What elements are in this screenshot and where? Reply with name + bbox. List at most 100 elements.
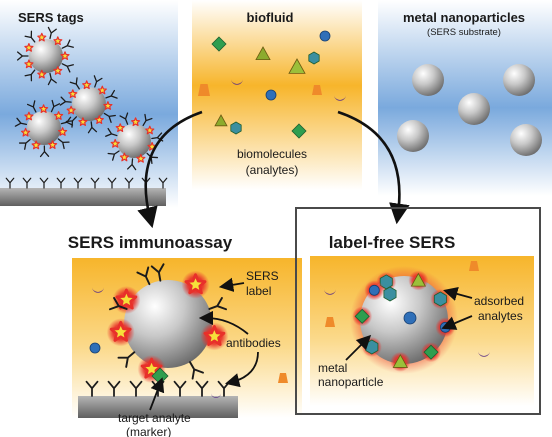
antibody: [39, 177, 49, 189]
analyte-trapezoid: [312, 85, 322, 95]
sers-tags-title: SERS tags: [18, 10, 84, 25]
analyte-crescent: [334, 94, 346, 101]
antibody: [117, 351, 136, 368]
antibody: [208, 297, 228, 311]
raman-reporter-star: [78, 117, 88, 126]
antibody: [136, 266, 151, 286]
raman-reporter-star: [24, 111, 34, 121]
analyte-sphere: [439, 321, 451, 333]
sers-tag-nanoparticle: [29, 39, 63, 73]
antibody: [16, 51, 29, 61]
raman-reporter-star: [97, 85, 107, 95]
metal-nanoparticle: [503, 64, 535, 96]
antibody: [127, 158, 137, 171]
biofluid-title: biofluid: [247, 10, 294, 25]
antibodies-pointer-1: [198, 310, 249, 335]
antibody: [90, 177, 100, 189]
antibody: [59, 96, 72, 106]
raman-reporter-star: [58, 127, 68, 136]
antibody: [73, 177, 83, 189]
analyte-sphere: [89, 342, 101, 354]
antibody: [69, 77, 80, 90]
marker-label: (marker): [126, 425, 171, 437]
analyte-sphere: [403, 311, 417, 325]
antibody: [105, 89, 118, 99]
raman-reporter-star: [119, 152, 129, 162]
analyte-crescent: [478, 350, 490, 357]
antibody: [129, 380, 143, 397]
immunoassay-panel: SERS immunoassay SERS label antibodies t…: [68, 233, 302, 437]
raman-reporter-star: [94, 115, 104, 124]
antibody: [150, 263, 165, 282]
antibody: [195, 380, 209, 397]
biomolecules-caption: biomolecules: [237, 147, 307, 161]
antibody: [47, 72, 57, 86]
arrow-to-label-free: [337, 110, 410, 225]
immunoassay-substrate: [78, 396, 238, 418]
adsorbed-pointer-1: [443, 286, 473, 301]
raman-reporter-star: [37, 69, 47, 79]
adsorbed-pointer-2: [441, 315, 473, 330]
gold-nanoparticle: [124, 280, 212, 368]
antibody: [105, 127, 118, 137]
raman-reporter-star: [31, 140, 41, 150]
raman-reporter-star: [103, 101, 113, 110]
raman-reporter-star: [115, 288, 138, 310]
antibody: [158, 177, 168, 189]
antibody: [50, 99, 61, 113]
antibody: [93, 75, 103, 88]
raman-reporter-star: [203, 325, 226, 346]
antibody: [24, 30, 36, 43]
substrate-antibodies: [5, 177, 168, 189]
analyte-crescent: [231, 78, 243, 85]
raman-reporter-star: [82, 80, 92, 90]
target-analyte-pointer: [149, 377, 165, 411]
antibody: [57, 138, 70, 150]
antibody: [26, 100, 37, 113]
analyte-diamond: [423, 344, 439, 360]
antibody: [85, 380, 99, 397]
analyte-triangle: [392, 354, 409, 368]
antibody: [56, 177, 66, 189]
analyte-crescent: [211, 393, 221, 398]
analyte-triangle: [255, 46, 271, 60]
antibody: [108, 297, 128, 311]
metal-nanoparticles-panel: metal nanoparticles (SERS substrate): [378, 0, 552, 196]
metal-pointer: [345, 334, 372, 361]
sers-substrate-subtitle: (SERS substrate): [427, 27, 501, 38]
raman-reporter-star: [109, 320, 132, 342]
analyte-hexagon: [308, 51, 320, 65]
arrow-to-immunoassay: [137, 110, 203, 229]
antibody: [107, 150, 120, 161]
analyte-trapezoid: [325, 317, 335, 327]
antibody: [87, 121, 98, 134]
raman-reporter-star: [53, 66, 63, 75]
antibody: [24, 69, 36, 82]
analyte-diamond: [211, 36, 227, 52]
antibody: [107, 177, 117, 189]
metal-nanoparticle: [510, 124, 542, 156]
analyte-triangle: [214, 114, 228, 127]
antibody: [61, 63, 74, 73]
analyte-sphere: [368, 284, 380, 296]
raman-reporter-star: [60, 51, 70, 60]
analyte-trapezoid: [278, 373, 288, 383]
raman-reporter-star: [145, 125, 155, 135]
sers-label-text-2: label: [246, 284, 271, 298]
raman-reporter-star: [39, 104, 49, 113]
analyte-triangle: [410, 272, 427, 287]
antibody: [142, 113, 153, 127]
analytes-label: analytes: [478, 309, 523, 323]
antibody: [39, 145, 50, 158]
antibody: [5, 177, 15, 189]
raman-reporter-star: [37, 32, 47, 42]
antibody: [124, 177, 134, 189]
metal-nanoparticle: [458, 93, 490, 125]
adsorbed-analyte: [383, 286, 397, 302]
antibody: [107, 380, 121, 397]
metal-nanoparticles-title: metal nanoparticles: [403, 10, 525, 25]
antibodies-pointer-2: [225, 351, 259, 388]
metal-label: metal: [318, 361, 347, 375]
raman-reporter-star: [131, 117, 141, 127]
